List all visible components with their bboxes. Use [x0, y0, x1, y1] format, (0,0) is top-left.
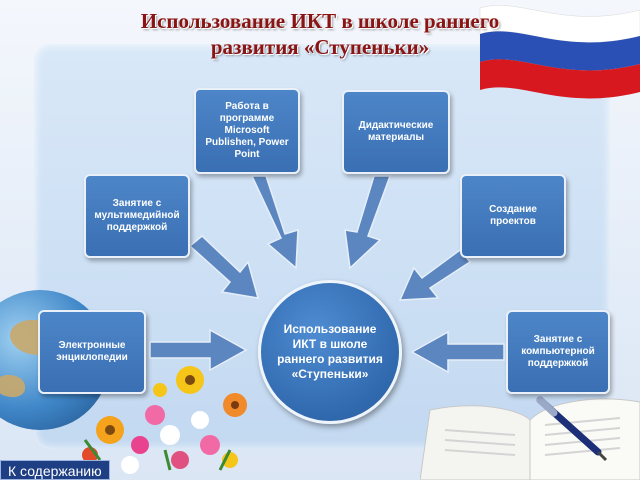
node-multimedia-lesson-label: Занятие с мультимедийной поддержкой	[94, 198, 180, 233]
arrow-from-didactic	[344, 175, 392, 270]
arrow-from-computer-lesson	[410, 330, 505, 374]
flowers-icon	[82, 366, 247, 474]
open-book-icon	[420, 396, 640, 480]
center-node-label: Использование ИКТ в школе раннего развит…	[277, 322, 383, 381]
globe-land	[0, 375, 25, 397]
node-computer-lesson: Занятие с компьютерной поддержкой	[506, 310, 610, 394]
node-projects: Создание проектов	[460, 174, 566, 258]
arrow-from-publisher	[250, 175, 299, 270]
title-line-1: Использование ИКТ в школе раннего	[140, 9, 500, 33]
node-didactic: Дидактические материалы	[342, 90, 450, 174]
node-computer-lesson-label: Занятие с компьютерной поддержкой	[521, 334, 595, 369]
node-multimedia-lesson: Занятие с мультимедийной поддержкой	[84, 174, 190, 258]
node-didactic-label: Дидактические материалы	[358, 120, 434, 143]
node-encyclopedias: Электронные энциклопедии	[38, 310, 146, 394]
arrow-from-multimedia	[188, 234, 260, 299]
title-line-2: развития «Ступеньки»	[210, 35, 430, 59]
arrow-from-encyclopedias	[149, 328, 248, 372]
node-publisher-label: Работа в программе Microsoft Publishen, …	[205, 101, 289, 160]
contents-button[interactable]: К содержанию	[0, 460, 110, 480]
russian-flag-icon	[479, 5, 640, 99]
arrow-from-projects	[398, 248, 472, 301]
pen-icon	[536, 396, 608, 462]
node-projects-label: Создание проектов	[489, 204, 537, 227]
node-publisher: Работа в программе Microsoft Publishen, …	[194, 88, 300, 174]
node-encyclopedias-label: Электронные энциклопедии	[56, 340, 128, 363]
center-node: Использование ИКТ в школе раннего развит…	[258, 280, 402, 424]
slide-title: Использование ИКТ в школе раннего развит…	[0, 8, 640, 60]
